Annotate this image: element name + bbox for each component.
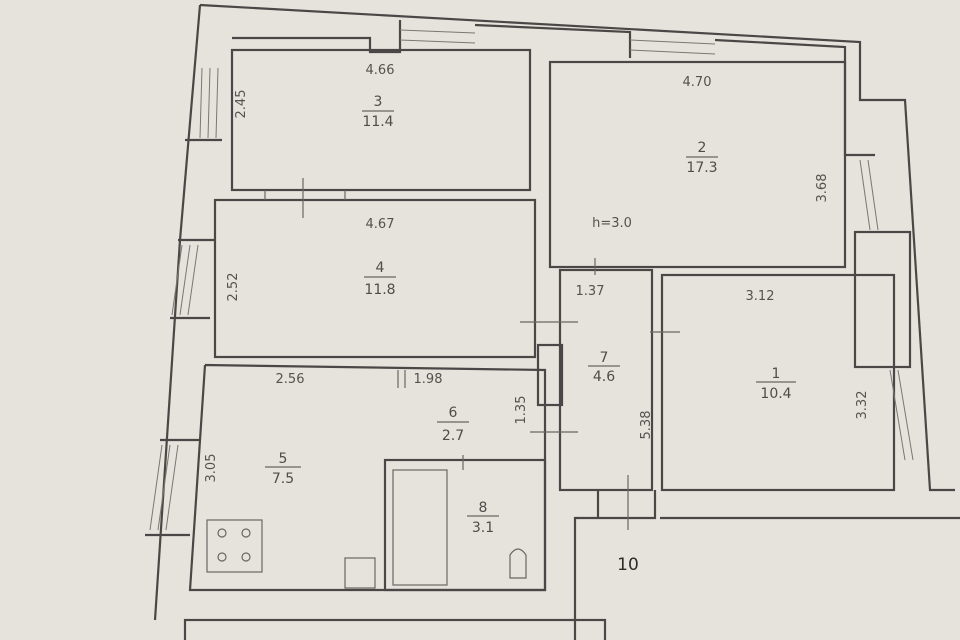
- windows: [149, 29, 914, 531]
- svg-text:2.56: 2.56: [276, 372, 305, 387]
- svg-text:1.35: 1.35: [514, 396, 529, 425]
- svg-text:4.6: 4.6: [593, 369, 615, 385]
- svg-text:3.12: 3.12: [746, 289, 775, 304]
- toilet-icon: [509, 548, 527, 579]
- svg-text:8: 8: [479, 500, 488, 516]
- svg-text:10.4: 10.4: [760, 386, 791, 402]
- fixtures: [206, 469, 527, 589]
- room-label-8: 8 3.1: [467, 500, 499, 536]
- bathtub-icon: [392, 469, 448, 586]
- room-label-5: 5 7.5: [265, 451, 301, 487]
- svg-text:7: 7: [600, 350, 609, 366]
- svg-text:4: 4: [376, 260, 385, 276]
- ceiling-height: h=3.0: [592, 216, 632, 231]
- svg-text:2.52: 2.52: [226, 273, 241, 302]
- svg-text:1: 1: [772, 366, 781, 382]
- svg-text:11.4: 11.4: [362, 114, 393, 130]
- svg-text:1.37: 1.37: [576, 284, 605, 299]
- svg-text:4.66: 4.66: [366, 63, 395, 78]
- doors: [264, 178, 680, 530]
- svg-text:2: 2: [698, 140, 707, 156]
- sink-icon: [344, 557, 376, 589]
- svg-text:5.38: 5.38: [639, 411, 654, 440]
- svg-text:2.7: 2.7: [442, 428, 464, 444]
- svg-text:7.5: 7.5: [272, 471, 294, 487]
- stove-icon: [206, 519, 263, 573]
- walls: [145, 3, 960, 640]
- svg-text:3: 3: [374, 94, 383, 110]
- room-label-3: 3 11.4: [362, 94, 394, 130]
- svg-text:4.70: 4.70: [683, 75, 712, 90]
- dimensions: 4.66 2.45 4.70 3.68 4.67 2.52 1.37 5.38 …: [204, 63, 870, 482]
- svg-text:6: 6: [449, 405, 458, 421]
- svg-text:3.32: 3.32: [855, 391, 870, 420]
- room-label-10: 10: [617, 555, 639, 575]
- svg-text:3.05: 3.05: [204, 454, 219, 483]
- room-label-7: 7 4.6: [588, 350, 620, 385]
- svg-text:4.67: 4.67: [366, 217, 395, 232]
- svg-text:11.8: 11.8: [364, 282, 395, 298]
- svg-text:3.1: 3.1: [472, 520, 494, 536]
- svg-text:17.3: 17.3: [686, 160, 717, 176]
- room-label-1: 1 10.4: [756, 366, 796, 402]
- svg-text:1.98: 1.98: [414, 372, 443, 387]
- room-label-2: 2 17.3: [686, 140, 718, 176]
- svg-text:2.45: 2.45: [234, 90, 249, 119]
- svg-text:3.68: 3.68: [815, 174, 830, 203]
- room-label-6: 6 2.7: [437, 405, 469, 444]
- room-label-4: 4 11.8: [364, 260, 396, 298]
- svg-text:5: 5: [279, 451, 288, 467]
